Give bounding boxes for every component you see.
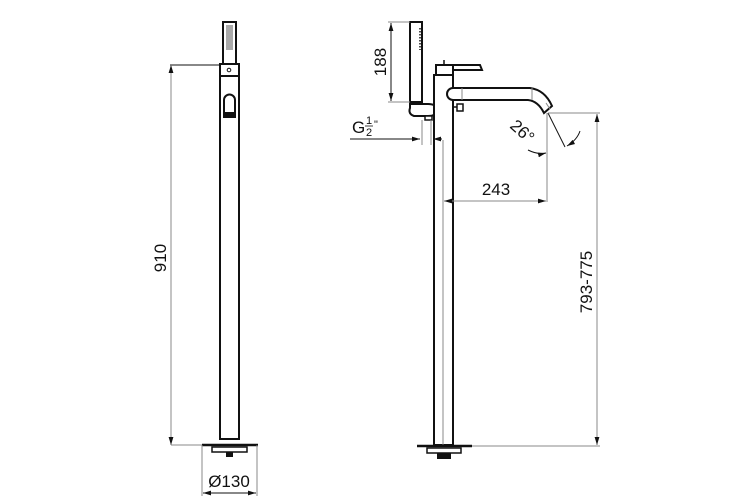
lever-handle-icon [435, 60, 484, 76]
thread-dimension: G 1 2 " [350, 115, 442, 145]
spout-height-label: 793-775 [577, 251, 596, 313]
hand-shower-icon [222, 21, 237, 65]
thread-fraction-num: 1 [366, 115, 372, 127]
thread-inch-mark: " [374, 119, 378, 131]
thread-fraction-den: 2 [366, 127, 372, 139]
hand-shower-height-label: 188 [371, 48, 390, 76]
diverter-knob [456, 103, 464, 112]
side-base-plate [417, 444, 472, 459]
spout-height-dimension: 793-775 [472, 112, 600, 447]
hand-shower-dimension: 188 [371, 21, 410, 103]
hand-shower-side-icon [409, 21, 423, 103]
height-dimension: 910 [151, 64, 220, 446]
spout-projection-dimension: 243 [444, 113, 548, 204]
spout [446, 87, 554, 115]
base-plate [202, 443, 258, 457]
thread-label: G [352, 118, 365, 137]
side-view: 188 G 1 2 " 243 26° [350, 21, 600, 459]
column [219, 75, 240, 440]
base-diameter-label: Ø130 [208, 472, 250, 491]
spout-projection-label: 243 [482, 180, 510, 199]
lever-slot-icon [223, 93, 236, 118]
front-view: 910 Ø130 [151, 21, 258, 496]
spout-angle-label: 26° [506, 116, 538, 147]
spout-angle-dimension: 26° [506, 112, 581, 158]
base-diameter-dimension: Ø130 [201, 445, 258, 496]
hose-connector [408, 103, 439, 117]
collar [219, 63, 240, 77]
height-label: 910 [151, 244, 170, 272]
